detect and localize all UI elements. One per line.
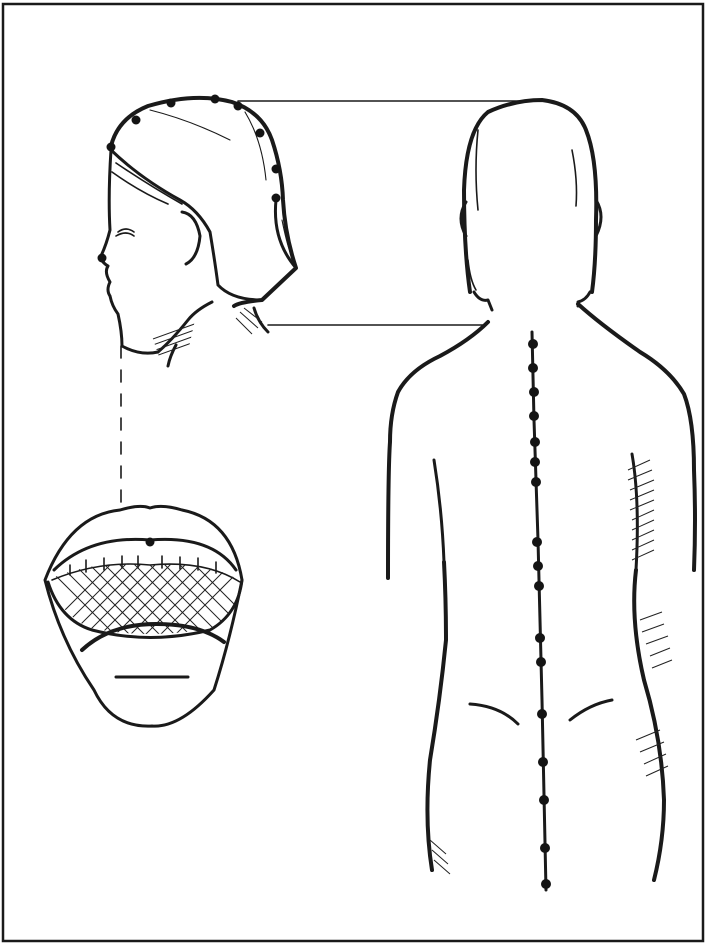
spine-point — [530, 457, 540, 467]
spine-point — [535, 633, 545, 643]
spine-point — [537, 709, 547, 719]
scalp-point — [272, 165, 281, 174]
spine-point — [528, 339, 538, 349]
scalp-point — [211, 95, 220, 104]
scalp-point — [107, 143, 116, 152]
spine-point — [532, 537, 542, 547]
scalp-point — [256, 129, 265, 138]
scalp-point — [272, 194, 281, 203]
scalp-point — [234, 102, 243, 111]
spine-point — [530, 437, 540, 447]
gum-point — [146, 538, 155, 547]
spine-point — [531, 477, 541, 487]
spine-point — [538, 757, 548, 767]
spine-point — [529, 387, 539, 397]
spine-point — [528, 363, 538, 373]
spine-point — [534, 581, 544, 591]
spine-point — [529, 411, 539, 421]
scalp-point — [167, 99, 176, 108]
spine-point — [539, 795, 549, 805]
face-point — [98, 254, 107, 263]
scalp-point — [132, 116, 141, 125]
back-torso — [388, 100, 695, 890]
spine-point — [540, 843, 550, 853]
head-profile — [98, 95, 297, 367]
spine-point — [533, 561, 543, 571]
spine-point — [536, 657, 546, 667]
open-mouth — [35, 506, 270, 726]
spine-point — [541, 879, 551, 889]
